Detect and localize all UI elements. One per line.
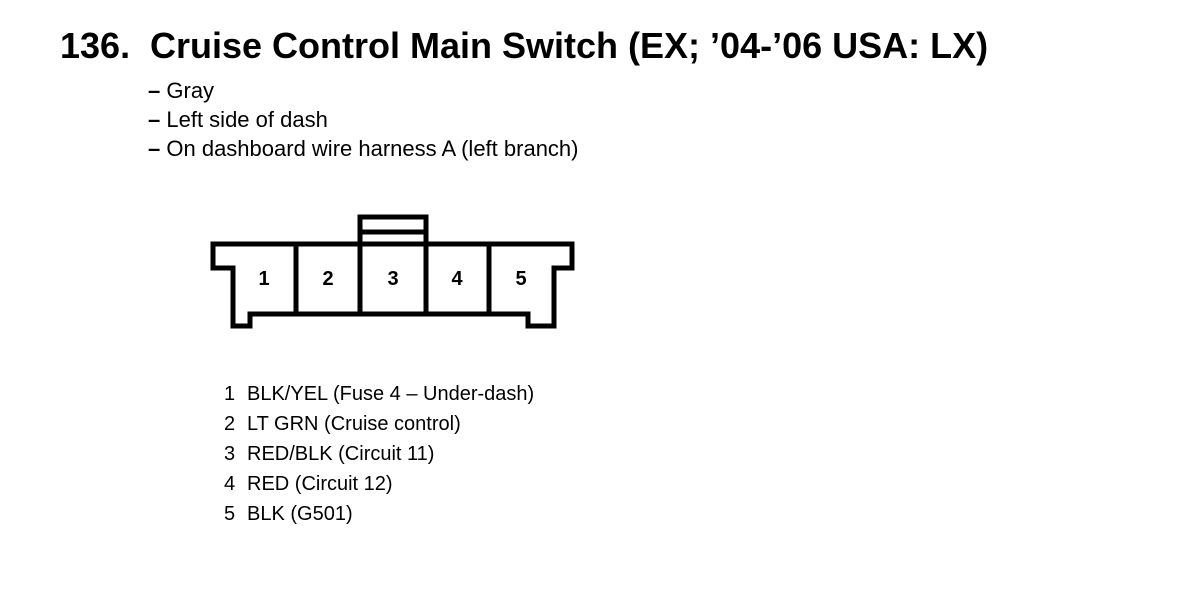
pin-4-label: 4 — [451, 268, 463, 290]
connector-notes: – Gray – Left side of dash – On dashboar… — [148, 76, 579, 163]
title-text: Cruise Control Main Switch (EX; ’04-’06 … — [150, 25, 989, 66]
note-text: Gray — [166, 78, 215, 103]
pinout-row: 5 BLK (G501) — [224, 499, 534, 529]
pinout-pin: 3 — [224, 443, 236, 465]
pinout-row: 4 RED (Circuit 12) — [224, 469, 534, 499]
pinout-wire: RED (Circuit 12) — [247, 473, 393, 495]
pinout-wire: BLK/YEL (Fuse 4 – Under-dash) — [247, 383, 535, 405]
note-harness: – On dashboard wire harness A (left bran… — [148, 134, 579, 163]
pinout-wire: LT GRN (Cruise control) — [247, 413, 461, 435]
pin-2-label: 2 — [322, 268, 333, 290]
pinout-row: 2 LT GRN (Cruise control) — [224, 409, 534, 439]
note-location: – Left side of dash — [148, 105, 579, 134]
pinout-pin: 1 — [224, 383, 236, 405]
note-text: Left side of dash — [166, 107, 328, 132]
pin-5-label: 5 — [515, 268, 526, 290]
note-text: On dashboard wire harness A (left branch… — [166, 136, 579, 161]
pinout-wire: BLK (G501) — [247, 503, 353, 525]
pinout-pin: 4 — [224, 473, 236, 495]
pinout-wire: RED/BLK (Circuit 11) — [247, 443, 435, 465]
note-dash: – — [148, 78, 161, 103]
pinout-row: 1 BLK/YEL (Fuse 4 – Under-dash) — [224, 379, 534, 409]
note-color: – Gray — [148, 76, 579, 105]
pin-3-label: 3 — [387, 268, 398, 290]
pinout-pin: 5 — [224, 503, 236, 525]
page-title: 136. Cruise Control Main Switch (EX; ’04-… — [60, 24, 988, 68]
title-number: 136. — [60, 25, 131, 66]
connector-housing — [210, 241, 575, 329]
pinout-list: 1 BLK/YEL (Fuse 4 – Under-dash) 2 LT GRN (… — [224, 379, 534, 529]
pinout-pin: 2 — [224, 413, 236, 435]
connector-diagram: 1 2 3 4 5 — [210, 214, 575, 329]
note-dash: – — [148, 107, 161, 132]
note-dash: – — [148, 136, 161, 161]
pinout-row: 3 RED/BLK (Circuit 11) — [224, 439, 534, 469]
pin-1-label: 1 — [258, 268, 269, 290]
